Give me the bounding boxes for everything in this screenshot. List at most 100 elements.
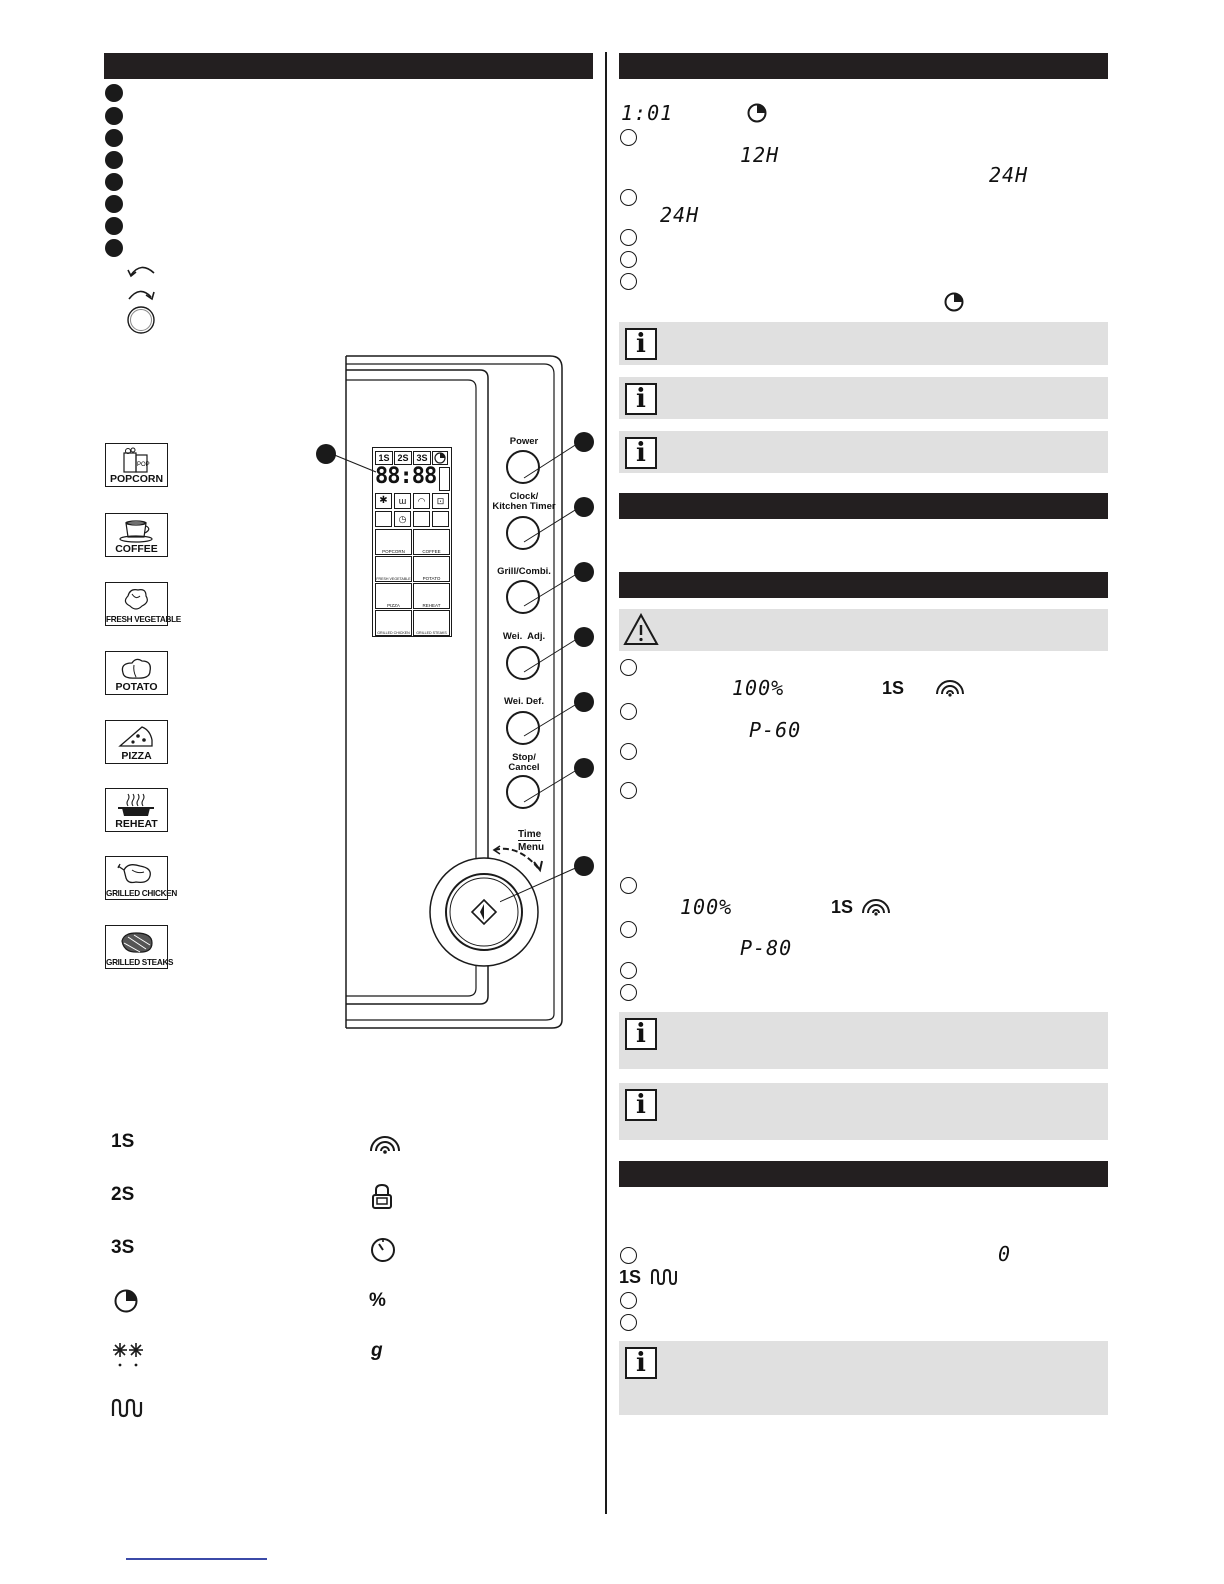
legend-percent: % xyxy=(369,1290,386,1311)
stop-button-label-line2: Cancel xyxy=(508,762,540,773)
wei-def-button-label: Wei. Def. xyxy=(504,696,544,707)
stop-cancel-button[interactable] xyxy=(506,775,540,809)
program-1s-symbol-2: 1S xyxy=(831,897,854,917)
lcd-blank-box xyxy=(375,511,392,527)
info-note-box: i xyxy=(619,431,1108,473)
lcd-food-tile: COFFEE xyxy=(413,529,450,555)
lcd-program-3s: 3S xyxy=(413,451,431,465)
clock-readout: 1:01 xyxy=(621,101,674,125)
program-1s-symbol: 1S xyxy=(882,678,905,698)
lcd-microwave-icon: ◠ xyxy=(413,493,430,509)
mode-24h-again: 24H xyxy=(660,203,700,227)
clock-button-label-line1: Clock/ xyxy=(509,491,539,502)
step-marker xyxy=(620,984,637,1001)
step-marker xyxy=(620,1247,637,1264)
chicken-icon xyxy=(117,863,151,884)
step-marker xyxy=(620,962,637,979)
step-marker xyxy=(620,659,637,676)
column-divider xyxy=(605,52,607,1514)
display-callout-line xyxy=(331,453,377,473)
legend-2s: 2S xyxy=(111,1184,135,1205)
lcd-food-tile: GRILLED CHICKEN xyxy=(375,610,412,636)
button-callout-marker xyxy=(574,562,594,582)
list-item-bullet xyxy=(105,129,123,147)
food-label: REHEAT xyxy=(115,818,158,830)
step-marker xyxy=(620,1314,637,1331)
dial-direction-arrows xyxy=(492,845,543,873)
warning-note-box xyxy=(619,609,1108,651)
display-callout-marker xyxy=(316,444,336,464)
rotate-right-icon xyxy=(128,290,155,301)
microwave-waves-icon xyxy=(936,680,964,697)
lcd-timer-icon: ◷ xyxy=(394,511,411,527)
section-header-bar xyxy=(619,493,1108,519)
lcd-digits: 88:88 xyxy=(375,464,437,489)
food-label: GRILLED STEAKS xyxy=(106,958,174,967)
info-note-box: i xyxy=(619,1083,1108,1140)
lcd-lock-icon: ⊡ xyxy=(432,493,449,509)
mode-12h: 12H xyxy=(740,143,780,167)
step-marker xyxy=(620,743,637,760)
food-icon-fresh-vegetable: FRESH VEGETABLE xyxy=(105,582,181,626)
info-icon: i xyxy=(625,1347,657,1379)
time-label: Time xyxy=(518,829,542,841)
food-label: POTATO xyxy=(115,681,158,693)
info-icon: i xyxy=(625,383,657,415)
list-item-bullet xyxy=(105,217,123,235)
clock-button-label-line2: Kitchen Timer xyxy=(492,501,556,512)
button-callout-marker xyxy=(574,627,594,647)
dial-callout-marker xyxy=(574,856,594,876)
step-marker xyxy=(620,189,637,206)
rotate-left-icon xyxy=(127,266,155,278)
warning-icon xyxy=(623,613,659,645)
power-p80-readout: P-80 xyxy=(740,936,793,960)
program-1s-symbol-3: 1S xyxy=(619,1267,642,1287)
step-marker xyxy=(620,921,637,938)
food-icon-potato: POTATO xyxy=(105,651,168,695)
power-button[interactable] xyxy=(506,450,540,484)
wei-adj-button-label: Wei. Adj. xyxy=(502,631,546,642)
zero-readout: 0 xyxy=(998,1242,1012,1266)
button-callout-marker xyxy=(574,692,594,712)
legend-gram: g xyxy=(371,1340,383,1361)
microwave-waves-icon xyxy=(862,899,890,916)
legend-defrost-icon xyxy=(113,1343,143,1367)
lcd-food-tile: POPCORN xyxy=(375,529,412,555)
power-100-readout: 100% xyxy=(732,676,785,700)
lcd-food-tile: FRESH VEGETABLE xyxy=(375,556,412,582)
popcorn-icon: POP xyxy=(123,447,150,473)
microwave-section-header-bar xyxy=(619,572,1108,598)
press-knob-icon xyxy=(127,306,155,334)
info-icon: i xyxy=(625,1089,657,1121)
left-section-header-bar xyxy=(104,53,593,79)
pizza-icon xyxy=(118,726,153,747)
power-p60-readout: P-60 xyxy=(749,718,802,742)
food-icon-popcorn: POP POPCORN xyxy=(105,443,168,487)
food-label: GRILLED CHICKEN xyxy=(106,889,178,898)
button-callout-marker xyxy=(574,758,594,778)
clock-icon xyxy=(944,292,964,312)
info-icon: i xyxy=(625,328,657,360)
info-note-box: i xyxy=(619,377,1108,419)
grill-section-header-bar xyxy=(619,1161,1108,1187)
food-label: PIZZA xyxy=(121,750,152,762)
info-note-box: i xyxy=(619,1012,1108,1069)
time-menu-dial[interactable] xyxy=(428,856,540,968)
food-icon-pizza: PIZZA xyxy=(105,720,168,764)
stop-button-label-line1: Stop/ xyxy=(512,752,536,763)
weight-defrost-button[interactable] xyxy=(506,711,540,745)
svg-text:POP: POP xyxy=(137,462,150,468)
lcd-food-tile: PIZZA xyxy=(375,583,412,609)
step-marker xyxy=(620,1292,637,1309)
grill-icon xyxy=(651,1268,677,1286)
lcd-program-2s: 2S xyxy=(394,451,412,465)
reheat-icon xyxy=(118,793,154,816)
clock-kitchen-timer-button[interactable] xyxy=(506,516,540,550)
info-icon: i xyxy=(625,1018,657,1050)
lcd-food-tile: POTATO xyxy=(413,556,450,582)
step-marker xyxy=(620,703,637,720)
coffee-icon xyxy=(119,520,153,543)
lcd-food-tile: REHEAT xyxy=(413,583,450,609)
step-marker xyxy=(620,273,637,290)
lcd-display: 1S 2S 3S 88:88 ✱ ɯ ◠ ⊡ ◷ POPCORN COFFEE … xyxy=(372,447,452,637)
